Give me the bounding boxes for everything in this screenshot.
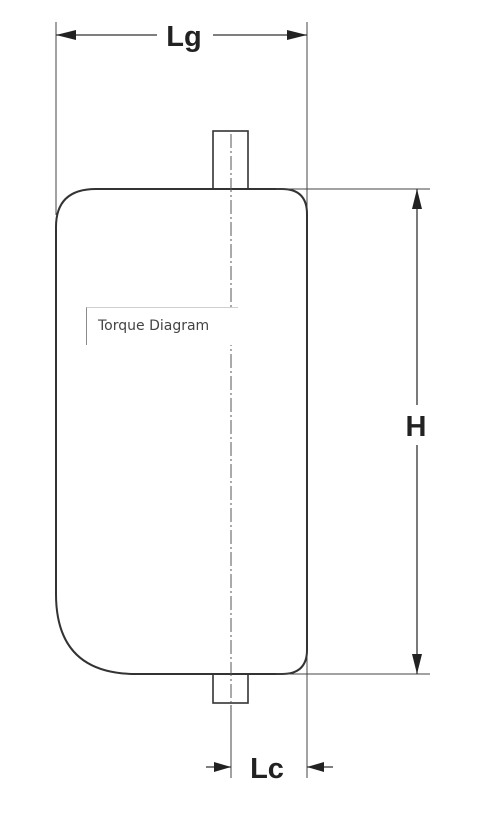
width-arrow-right [287, 30, 307, 40]
torque-diagram-image-placeholder: Torque Diagram [86, 307, 238, 345]
connection-offset-dimension: Lc [206, 705, 333, 785]
width-arrow-left [56, 30, 76, 40]
offset-arrow-right [307, 762, 324, 772]
offset-arrow-left [214, 762, 231, 772]
vessel-body [55, 188, 308, 675]
height-arrow-top [412, 189, 422, 209]
width-label: Lg [166, 21, 201, 53]
height-arrow-bottom [412, 654, 422, 674]
height-label: H [406, 411, 427, 443]
height-dimension: H [406, 189, 427, 674]
width-dimension: Lg [56, 21, 307, 53]
offset-label: Lc [250, 753, 284, 785]
image-alt-text: Torque Diagram [98, 318, 210, 334]
